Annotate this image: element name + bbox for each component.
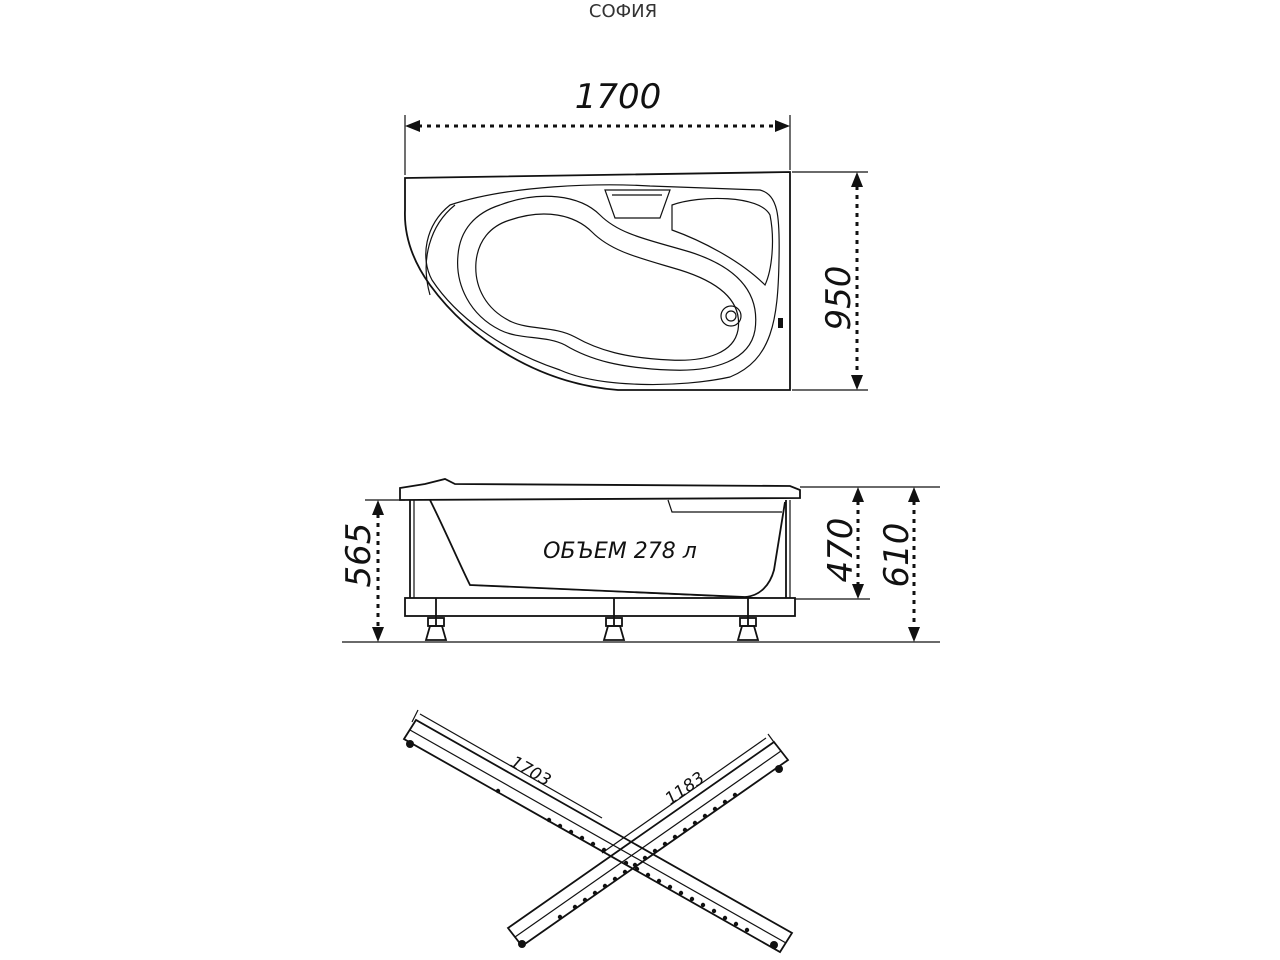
tub-rim (425, 184, 780, 386)
side-rim (399, 478, 801, 501)
side-seat (667, 499, 782, 513)
overflow-marker (778, 318, 783, 328)
arrow-610-bottom (908, 627, 920, 642)
dim-length-label: 1700 (575, 77, 662, 117)
arrow-565-bottom (372, 627, 384, 642)
arrow-610-top (908, 487, 920, 502)
arrow-left (405, 120, 420, 132)
dim-tick-1183 (767, 733, 777, 746)
dim-width-label: 950 (819, 266, 859, 331)
frame-view: 1703 1183 (402, 709, 794, 954)
volume-label: ОБЪЕМ 278 л (543, 539, 697, 564)
beam-long (402, 718, 794, 954)
leg-middle (602, 598, 626, 641)
dim-610-label: 610 (877, 523, 917, 588)
arrow-right (775, 120, 790, 132)
headrest (604, 189, 671, 219)
tub-side-curve (425, 204, 456, 296)
top-view: 1700 950 (404, 77, 868, 391)
arrow-bottom (851, 375, 863, 390)
drawing-title: СОФИЯ (589, 1, 657, 22)
tub-bowl-outer (457, 195, 757, 371)
drain-icon (720, 305, 742, 327)
arrow-top (851, 172, 863, 187)
beam-short-holes (557, 792, 738, 920)
beam-short (506, 740, 790, 948)
arrow-470-bottom (852, 584, 864, 599)
dim-565-label: 565 (339, 523, 379, 588)
side-view: ОБЪЕМ 278 л 565 470 610 (339, 478, 940, 643)
dim-line-1703 (419, 713, 603, 819)
leg-right (736, 598, 760, 641)
leg-left (424, 598, 448, 641)
tub-bowl-inner (475, 213, 740, 361)
drain-inner (725, 310, 737, 322)
dim-470-label: 470 (821, 518, 861, 583)
arrow-565-top (372, 500, 384, 515)
side-bowl-floor (469, 584, 761, 599)
frame-rail (404, 597, 796, 617)
tub-corner-shelf (671, 197, 774, 287)
dim-line-1183 (601, 737, 767, 854)
arrow-470-top (852, 487, 864, 502)
dim-tick-1703 (411, 709, 419, 723)
tub-outline (404, 171, 791, 391)
